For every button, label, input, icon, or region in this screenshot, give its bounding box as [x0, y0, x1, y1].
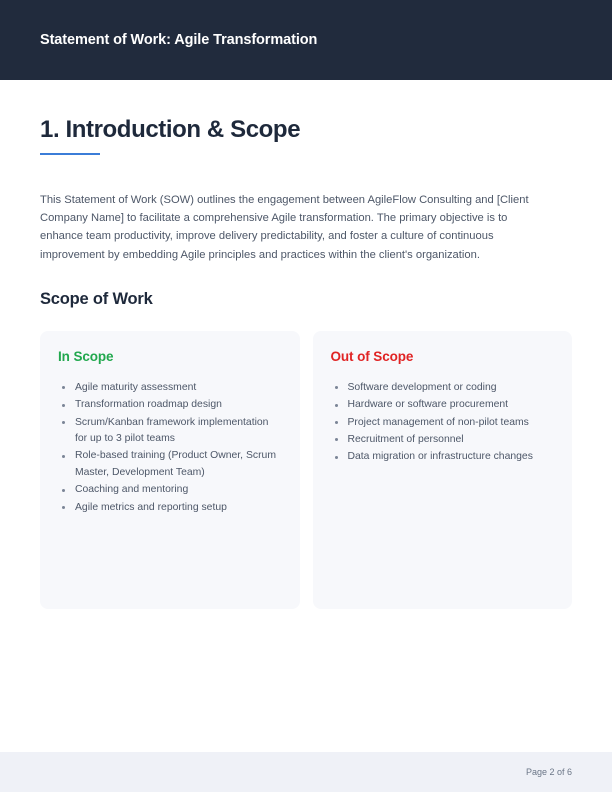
page-content: 1. Introduction & Scope This Statement o…: [0, 116, 612, 609]
introduction-paragraph: This Statement of Work (SOW) outlines th…: [40, 194, 529, 261]
list-item: Coaching and mentoring: [58, 482, 282, 498]
out-of-scope-list: Software development or coding Hardware …: [331, 380, 555, 466]
page-number: Page 2 of 6: [525, 767, 572, 777]
section-heading: 1. Introduction & Scope: [40, 116, 301, 143]
list-item: Agile maturity assessment: [58, 380, 282, 396]
out-of-scope-card: Out of Scope Software development or cod…: [312, 330, 572, 609]
list-item: Agile metrics and reporting setup: [58, 500, 282, 516]
list-item: Software development or coding: [331, 380, 555, 396]
document-header: Statement of Work: Agile Transformation: [0, 0, 612, 80]
list-item: Role-based training (Product Owner, Scru…: [58, 448, 282, 481]
list-item: Data migration or infrastructure changes: [331, 449, 555, 465]
list-item: Hardware or software procurement: [331, 397, 555, 413]
scope-of-work-heading: Scope of Work: [40, 289, 153, 308]
in-scope-title: In Scope: [58, 348, 114, 364]
list-item: Recruitment of personnel: [331, 432, 555, 448]
scope-cards-container: In Scope Agile maturity assessment Trans…: [40, 330, 572, 609]
document-title: Statement of Work: Agile Transformation: [40, 32, 318, 48]
document-footer: Page 2 of 6: [0, 752, 612, 792]
list-item: Scrum/Kanban framework implementation fo…: [58, 415, 282, 448]
in-scope-card: In Scope Agile maturity assessment Trans…: [40, 330, 300, 609]
list-item: Project management of non-pilot teams: [331, 415, 555, 431]
list-item: Transformation roadmap design: [58, 397, 282, 413]
in-scope-list: Agile maturity assessment Transformation…: [58, 380, 282, 517]
section-accent-bar: [40, 152, 100, 156]
out-of-scope-title: Out of Scope: [330, 348, 414, 364]
